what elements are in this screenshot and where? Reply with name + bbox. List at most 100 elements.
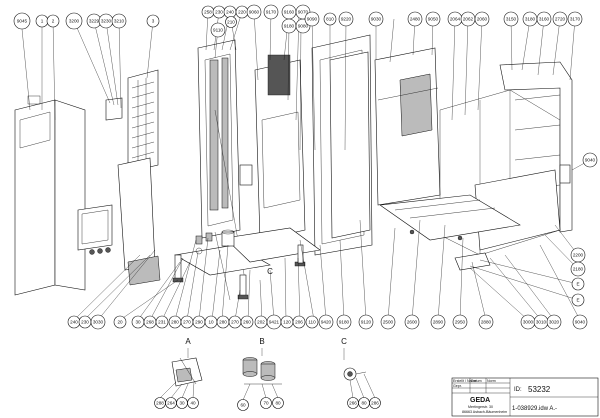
callout-9090: 9090 xyxy=(304,11,320,27)
svg-text:3230: 3230 xyxy=(101,19,112,24)
svg-text:288: 288 xyxy=(156,401,164,406)
callout-b-9120: 9120 xyxy=(358,314,374,330)
callout-9180: 9180 xyxy=(281,18,297,34)
callout-a-40: 40 xyxy=(187,397,199,409)
svg-text:2064: 2064 xyxy=(450,17,461,22)
svg-text:20: 20 xyxy=(117,320,123,325)
control-box xyxy=(77,204,113,255)
callout-9030: 9030 xyxy=(368,11,384,27)
svg-text:2950: 2950 xyxy=(455,320,466,325)
callout-b-9040: 9040 xyxy=(572,314,588,330)
svg-text:268: 268 xyxy=(146,320,154,325)
id-label: ID: xyxy=(514,387,522,393)
detail-c-label: C xyxy=(341,337,347,346)
company-logo: GEDA xyxy=(470,397,490,404)
callout-b-detail-80: 80 xyxy=(272,397,284,409)
svg-text:3: 3 xyxy=(152,19,155,24)
callout-b-280: 280 xyxy=(168,315,182,329)
callout-b-9180: 9180 xyxy=(336,314,352,330)
svg-text:10: 10 xyxy=(208,320,214,325)
svg-text:270: 270 xyxy=(231,320,239,325)
svg-text:210: 210 xyxy=(227,20,235,25)
detail-b-label: B xyxy=(259,337,264,346)
callout-b-2600: 2600 xyxy=(404,314,420,330)
svg-text:2: 2 xyxy=(52,19,55,24)
callout-9050: 9050 xyxy=(425,11,441,27)
callout-2: 2 xyxy=(46,14,60,28)
back-panel xyxy=(374,47,441,206)
svg-text:260: 260 xyxy=(243,320,251,325)
callout-b-2950: 2950 xyxy=(452,314,468,330)
callout-b-10: 10 xyxy=(204,315,218,329)
callout-1: 1 xyxy=(35,14,49,28)
callout-2180: 2180 xyxy=(570,261,586,277)
svg-text:9040: 9040 xyxy=(575,320,586,325)
callout-a-264: 264 xyxy=(165,397,177,409)
callout-b-9421: 9421 xyxy=(266,314,282,330)
svg-text:3170: 3170 xyxy=(570,17,581,22)
callout-9220: 9220 xyxy=(338,11,354,27)
callout-9170: 9170 xyxy=(263,4,279,20)
svg-text:230: 230 xyxy=(81,320,89,325)
svg-text:9090: 9090 xyxy=(307,17,318,22)
svg-text:266: 266 xyxy=(349,401,357,406)
svg-text:80: 80 xyxy=(361,401,367,406)
mast-section xyxy=(117,69,161,286)
tb-field-created: Erstellt / Name xyxy=(453,379,477,383)
svg-text:220: 220 xyxy=(238,10,246,15)
svg-text:2062: 2062 xyxy=(463,17,474,22)
small-fittings xyxy=(195,231,231,301)
callout-b-3030: 3030 xyxy=(90,314,106,330)
svg-text:9045: 9045 xyxy=(17,19,28,24)
svg-text:9110: 9110 xyxy=(213,28,223,33)
callout-a-288: 288 xyxy=(154,397,166,409)
callout-b-280b: 280 xyxy=(216,315,230,329)
detail-b: B 60 70 80 xyxy=(237,337,284,411)
carriage-frame xyxy=(197,39,246,281)
svg-text:270: 270 xyxy=(183,320,191,325)
svg-text:286: 286 xyxy=(371,401,379,406)
door-frame xyxy=(311,34,373,256)
callout-b-110: 110 xyxy=(305,315,319,329)
callout-b-260: 260 xyxy=(240,315,254,329)
callout-240: 240 xyxy=(223,5,237,19)
svg-text:202: 202 xyxy=(257,320,265,325)
svg-text:3000: 3000 xyxy=(523,320,534,325)
svg-text:2480: 2480 xyxy=(410,17,421,22)
leader-lines xyxy=(21,11,591,321)
svg-text:70: 70 xyxy=(263,401,269,406)
drawing-number: 1-038929.idw A.- xyxy=(512,406,557,412)
svg-text:280: 280 xyxy=(171,320,179,325)
svg-text:231: 231 xyxy=(158,320,166,325)
svg-text:9070: 9070 xyxy=(298,10,309,15)
callouts-top: 9045 1 2 3200 3229 3230 3210 3 258 230 2… xyxy=(13,4,583,38)
svg-text:3210: 3210 xyxy=(114,19,125,24)
id-value: 53232 xyxy=(528,385,551,394)
svg-text:9220: 9220 xyxy=(341,17,352,22)
callout-b-30: 30 xyxy=(131,315,145,329)
callout-3230: 3230 xyxy=(98,13,114,29)
svg-text:280: 280 xyxy=(219,320,227,325)
callout-b-290: 290 xyxy=(192,315,206,329)
callout-b-202: 202 xyxy=(254,315,268,329)
callout-2480: 2480 xyxy=(407,11,423,27)
callout-2720: 2720 xyxy=(552,11,568,27)
svg-text:9060: 9060 xyxy=(249,10,260,15)
callout-b-3000: 3000 xyxy=(520,314,536,330)
small-cover-part xyxy=(105,97,123,121)
callout-220: 220 xyxy=(235,5,249,19)
svg-text:2060: 2060 xyxy=(477,17,488,22)
svg-text:9170: 9170 xyxy=(266,10,277,15)
svg-text:2720: 2720 xyxy=(555,17,566,22)
svg-text:9030: 9030 xyxy=(371,17,382,22)
callout-210: 210 xyxy=(225,16,237,28)
callout-b-230: 230 xyxy=(78,315,92,329)
callout-9060: 9060 xyxy=(246,4,262,20)
svg-text:3229: 3229 xyxy=(89,19,100,24)
callout-b-120: 120 xyxy=(280,315,294,329)
tb-field-norm: Norm xyxy=(487,379,496,383)
svg-text:3180: 3180 xyxy=(525,17,536,22)
svg-text:9420: 9420 xyxy=(321,320,332,325)
wall-panel xyxy=(14,95,86,296)
callout-b-detail-60: 60 xyxy=(237,399,249,411)
